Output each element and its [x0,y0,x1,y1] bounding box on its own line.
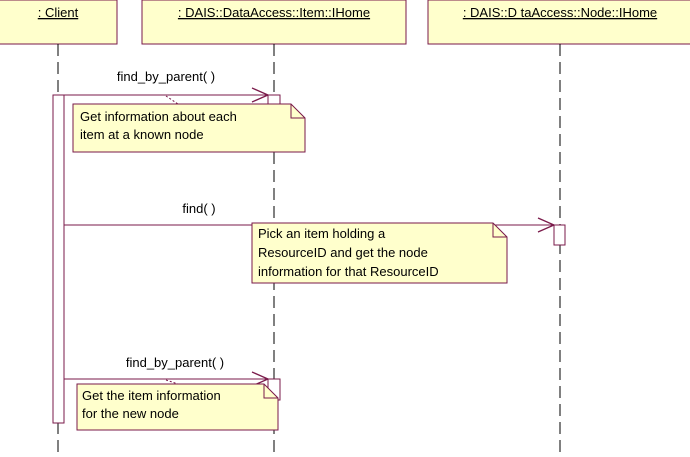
note-2[interactable]: Pick an item holding a ResourceID and ge… [251,222,508,284]
note-2-line-1: Pick an item holding a [258,226,386,241]
note-anchor [165,95,179,105]
object-node-home[interactable]: : DAIS::D taAccess::Node::IHome [427,0,690,45]
message-label: find( ) [182,201,215,216]
object-client[interactable]: : Client [0,0,118,45]
object-item-home-title: : DAIS::DataAccess::Item::IHome [178,5,370,20]
note-3-line-2: for the new node [82,406,179,421]
arrow-head-icon [251,87,270,103]
note-1[interactable]: Get information about each item at a kno… [72,95,306,153]
message-label: find_by_parent( ) [117,69,215,84]
note-anchor [165,379,179,385]
message-find-by-parent-1[interactable]: find_by_parent( ) [64,69,270,103]
note-1-line-2: item at a known node [80,127,204,142]
arrow-head-icon [537,217,556,233]
activation-client [52,94,65,424]
object-node-home-title: : DAIS::D taAccess::Node::IHome [463,5,657,20]
activation-node-home [553,224,566,246]
note-2-line-2: ResourceID and get the node [258,245,428,260]
note-2-line-3: information for that ResourceID [258,264,439,279]
note-3-line-1: Get the item information [82,388,221,403]
note-1-line-1: Get information about each [80,109,237,124]
object-client-title: : Client [38,5,79,20]
note-3[interactable]: Get the item information for the new nod… [76,379,279,431]
message-find-by-parent-2[interactable]: find_by_parent( ) [64,355,270,387]
object-item-home[interactable]: : DAIS::DataAccess::Item::IHome [141,0,407,45]
message-label: find_by_parent( ) [126,355,224,370]
